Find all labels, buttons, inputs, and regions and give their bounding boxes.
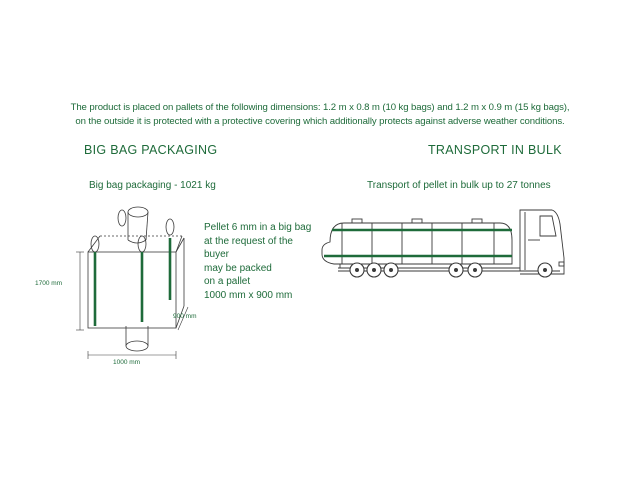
intro-line-1: The product is placed on pallets of the … bbox=[70, 102, 570, 113]
note-line: Pellet 6 mm in a big bag bbox=[204, 222, 312, 233]
transport-heading: TRANSPORT IN BULK bbox=[428, 143, 562, 157]
dim-depth-label: 900 mm bbox=[173, 313, 197, 320]
note-line: buyer bbox=[204, 249, 230, 260]
dim-width-label: 1000 mm bbox=[113, 359, 141, 366]
note-line: at the request of the bbox=[204, 235, 293, 247]
big-bag-subheading: Big bag packaging - 1021 kg bbox=[89, 180, 216, 191]
note-line: on a pallet bbox=[204, 276, 251, 287]
intro-line-2: on the outside it is protected with a pr… bbox=[75, 116, 565, 127]
big-bag-note: Pellet 6 mm in a big bag at the request … bbox=[204, 221, 311, 302]
dim-height-label: 1700 mm bbox=[35, 280, 63, 287]
note-line: may be packed bbox=[204, 262, 272, 274]
transport-subheading: Transport of pellet in bulk up to 27 ton… bbox=[367, 180, 551, 191]
big-bag-heading: BIG BAG PACKAGING bbox=[84, 143, 218, 157]
note-line: 1000 mm x 900 mm bbox=[204, 289, 293, 301]
intro-text: The product is placed on pallets of the … bbox=[40, 101, 600, 129]
